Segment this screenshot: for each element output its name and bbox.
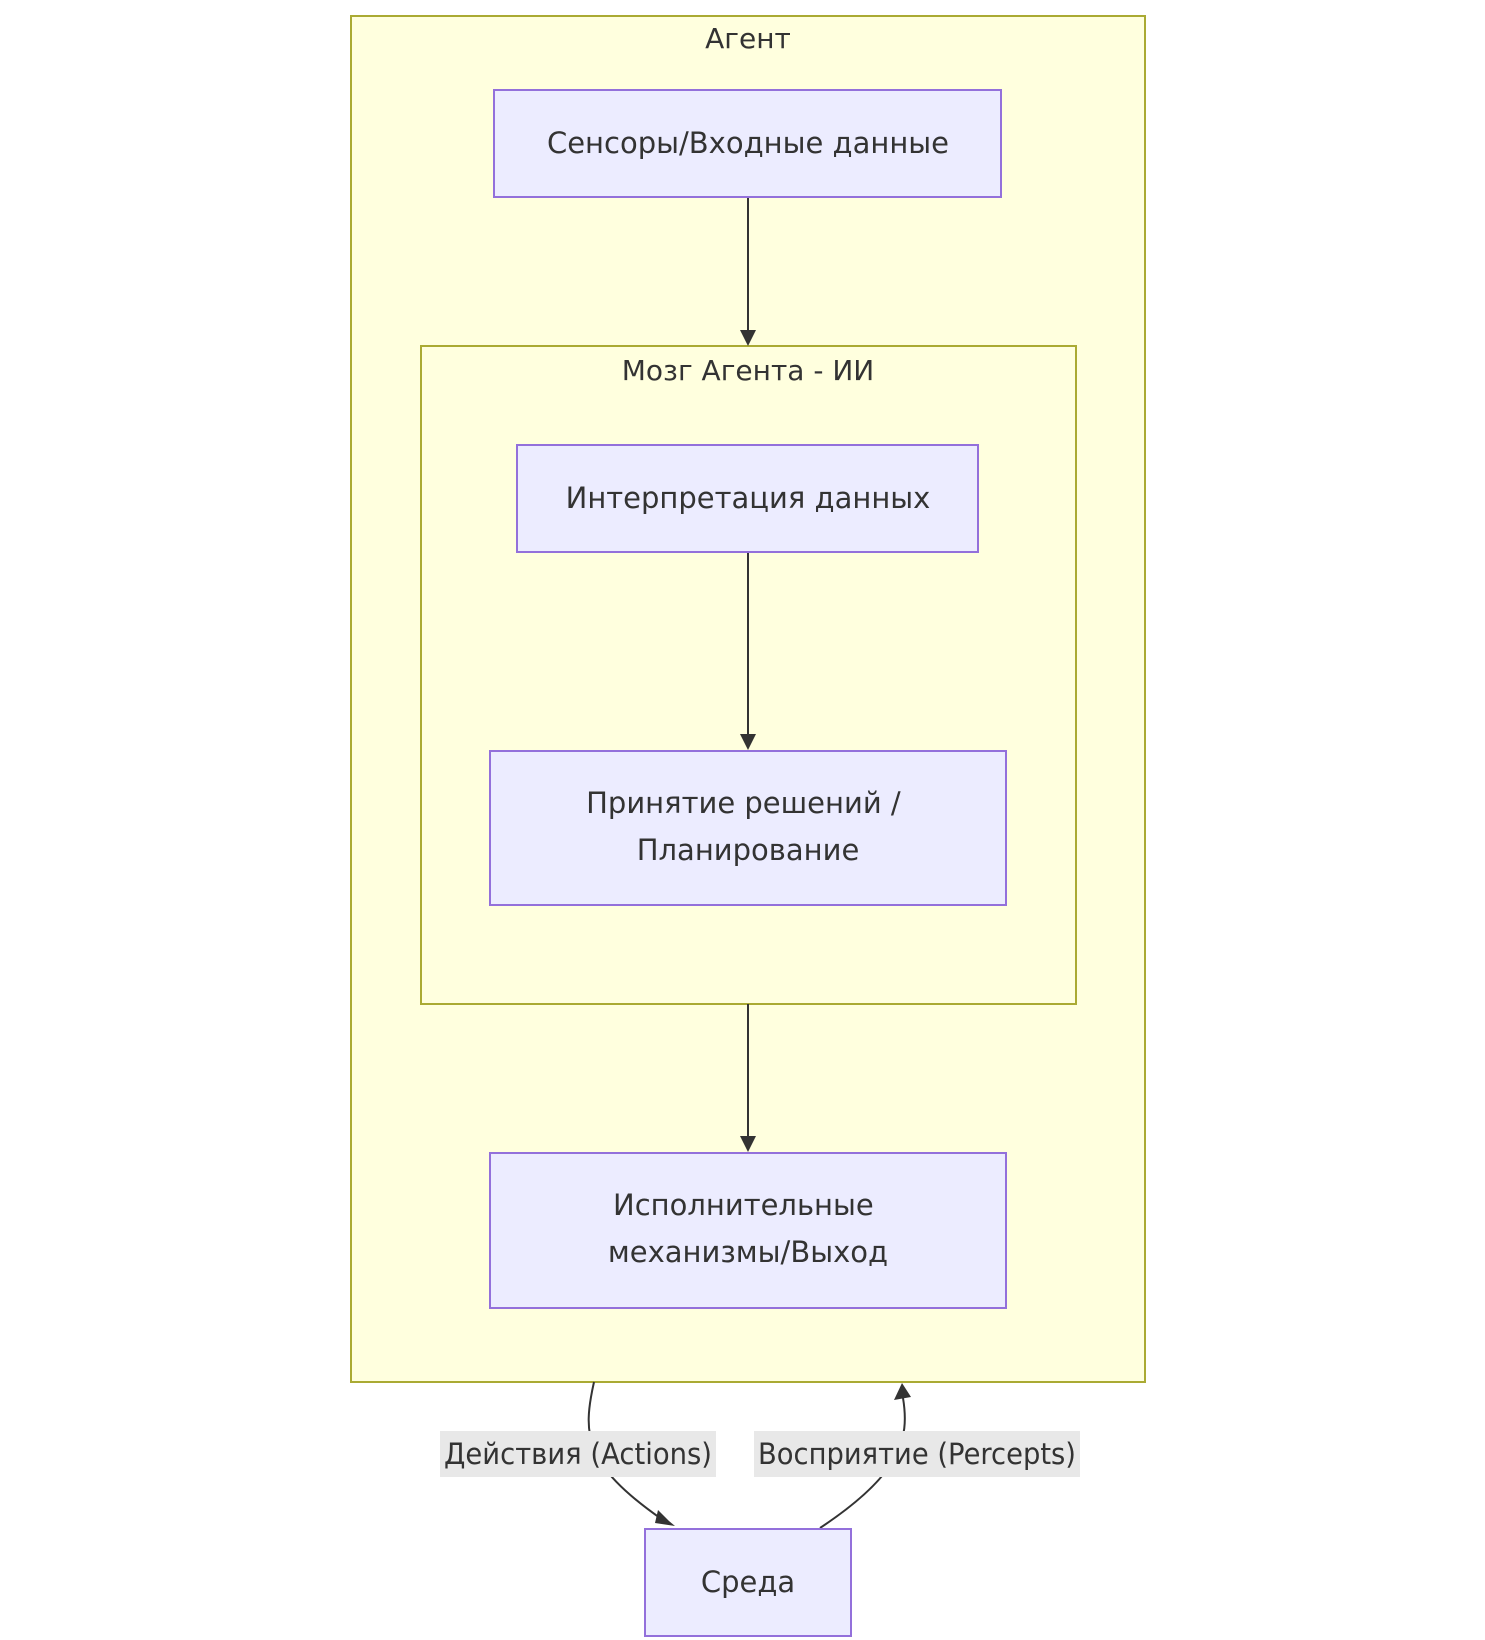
arrowhead-brain — [740, 330, 756, 346]
arrowhead-decision — [740, 734, 756, 750]
node-interpretation-label: Интерпретация данных — [566, 481, 931, 515]
node-sensors-line-1: Сенсоры/Входные данные — [547, 126, 949, 160]
edge-label-actions: Действия (Actions) — [440, 1431, 716, 1477]
arrowhead-actuators — [740, 1136, 756, 1152]
node-decision-label: Принятие решений / Планирование — [586, 786, 910, 867]
node-actuators-box — [489, 1152, 1007, 1309]
node-actuators-label: Исполнительные механизмы/Выход — [608, 1188, 888, 1269]
cluster-brain-title: Мозг Агента - ИИ — [622, 354, 874, 387]
edge-sensors-to-brain — [740, 198, 756, 346]
node-actuators-line-2: механизмы/Выход — [608, 1235, 888, 1269]
node-decision-line-1: Принятие решений / — [586, 786, 901, 820]
edge-label-percepts: Восприятие (Percepts) — [754, 1431, 1080, 1477]
node-environment: Среда — [644, 1528, 852, 1637]
cluster-agent-title: Агент — [705, 22, 791, 55]
node-environment-box — [644, 1528, 852, 1637]
node-interpretation-box — [516, 444, 979, 553]
node-decision-line-2: Планирование — [637, 833, 860, 867]
node-actuators-line-1: Исполнительные — [613, 1188, 874, 1222]
node-decision-box — [489, 750, 1007, 906]
arrowhead-environment — [655, 1510, 675, 1526]
node-environment-line-1: Среда — [701, 1565, 795, 1599]
edge-label-percepts-text: Восприятие (Percepts) — [758, 1437, 1076, 1471]
node-sensors-box — [493, 89, 1002, 198]
edge-label-actions-text: Действия (Actions) — [444, 1437, 712, 1471]
node-actuators: Исполнительные механизмы/Выход — [489, 1152, 1007, 1309]
arrowhead-agent — [894, 1383, 911, 1400]
node-sensors-label: Сенсоры/Входные данные — [547, 126, 949, 160]
node-decision: Принятие решений / Планирование — [489, 750, 1007, 906]
node-interpretation: Интерпретация данных — [516, 444, 979, 553]
edge-label-actions-bg — [440, 1431, 716, 1477]
node-environment-label: Среда — [701, 1565, 795, 1599]
node-interpretation-line-1: Интерпретация данных — [566, 481, 931, 515]
edge-interpretation-to-decision — [740, 552, 756, 750]
edge-brain-to-actuators — [740, 1004, 756, 1152]
node-sensors: Сенсоры/Входные данные — [493, 89, 1002, 198]
edge-label-percepts-bg — [754, 1431, 1080, 1477]
